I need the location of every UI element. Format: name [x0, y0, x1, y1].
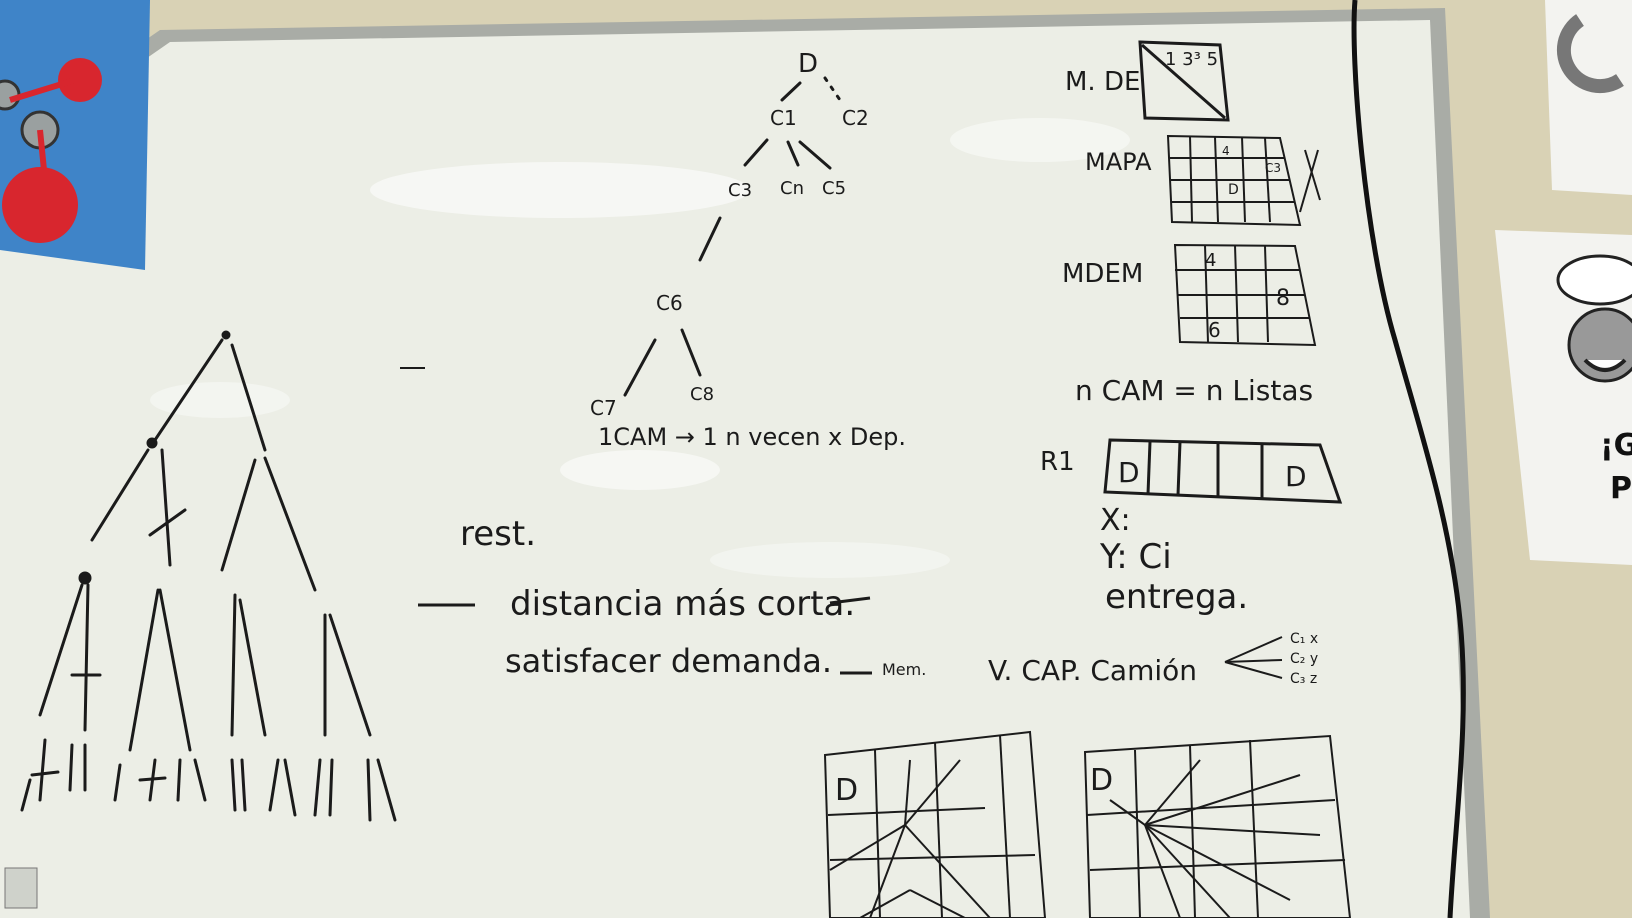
- mapa-label: MAPA: [1085, 148, 1152, 176]
- left-tree: [20, 330, 397, 822]
- cap-list-item: C₂ y: [1290, 651, 1318, 667]
- mapa-cell: 4: [1222, 144, 1230, 158]
- tree-lines: [623, 76, 842, 397]
- paper-poster-top: [1545, 0, 1632, 195]
- note-mem: Mem.: [882, 660, 926, 679]
- note-satisfacer: satisfacer demanda.: [505, 642, 832, 680]
- note-distancia: distancia más corta.: [510, 584, 855, 624]
- mde-box: [1138, 40, 1230, 122]
- mde-cell: 1 3³ 5: [1165, 49, 1218, 70]
- poster-text: ¡Gl: [1600, 428, 1632, 463]
- ncam-note: n CAM = n Listas: [1075, 374, 1313, 407]
- glare: [370, 162, 750, 218]
- glare: [950, 118, 1130, 162]
- r1-list: [1103, 438, 1343, 504]
- tree-node-c1: C1: [770, 106, 797, 130]
- mdem-cell: 8: [1276, 286, 1290, 311]
- poster-text: Pl: [1610, 471, 1632, 506]
- cap-list-item: C₃ z: [1290, 671, 1317, 687]
- tree-node-c6: C6: [656, 291, 683, 315]
- y-note: Y: Ci: [1099, 537, 1172, 577]
- mdem-grid: [1173, 243, 1317, 347]
- x-note: X:: [1100, 503, 1131, 538]
- r1-label: R1: [1040, 447, 1075, 477]
- tree-node-c2: C2: [842, 106, 869, 130]
- tree-node-cn: Cn: [780, 178, 804, 199]
- mapa-cell: D: [1228, 182, 1239, 198]
- cam-note: 1CAM → 1 n vecen x Dep.: [598, 423, 906, 451]
- r1-cell: D: [1118, 456, 1140, 489]
- bottom-grid-right: [1083, 734, 1352, 918]
- mdem-label: MDEM: [1062, 259, 1143, 289]
- glare: [710, 542, 950, 578]
- grid-left-label: D: [835, 773, 858, 808]
- r1-cell: D: [1285, 460, 1307, 493]
- tree-node-root: D: [798, 49, 818, 79]
- note-rest: rest.: [460, 514, 536, 554]
- mapa-grid: [1166, 134, 1321, 227]
- poster-circle: [2, 167, 78, 243]
- sticker: [4, 867, 38, 909]
- cable: [1351, 0, 1466, 918]
- glare: [150, 382, 290, 418]
- glare: [560, 450, 720, 490]
- grid-right-label: D: [1090, 763, 1113, 798]
- mdem-cell: 6: [1208, 318, 1221, 342]
- mapa-cell: C3: [1265, 161, 1281, 175]
- note-cap-camion: V. CAP. Camión: [988, 654, 1197, 687]
- board-surface: [0, 20, 1470, 918]
- mdem-cell: 4: [1205, 250, 1216, 271]
- tree-node-c3: C3: [728, 180, 752, 201]
- bottom-grid-left: [823, 730, 1047, 918]
- poster-circle: [58, 58, 102, 102]
- tree-node-c8: C8: [690, 384, 714, 405]
- tree-node-c5: C5: [822, 178, 846, 199]
- mde-label: M. DE: [1065, 67, 1140, 97]
- cap-list-item: C₁ x: [1290, 631, 1318, 647]
- cap-arrow: [1224, 636, 1283, 679]
- entrega-note: entrega.: [1105, 577, 1248, 617]
- tree-node-c7: C7: [590, 396, 617, 420]
